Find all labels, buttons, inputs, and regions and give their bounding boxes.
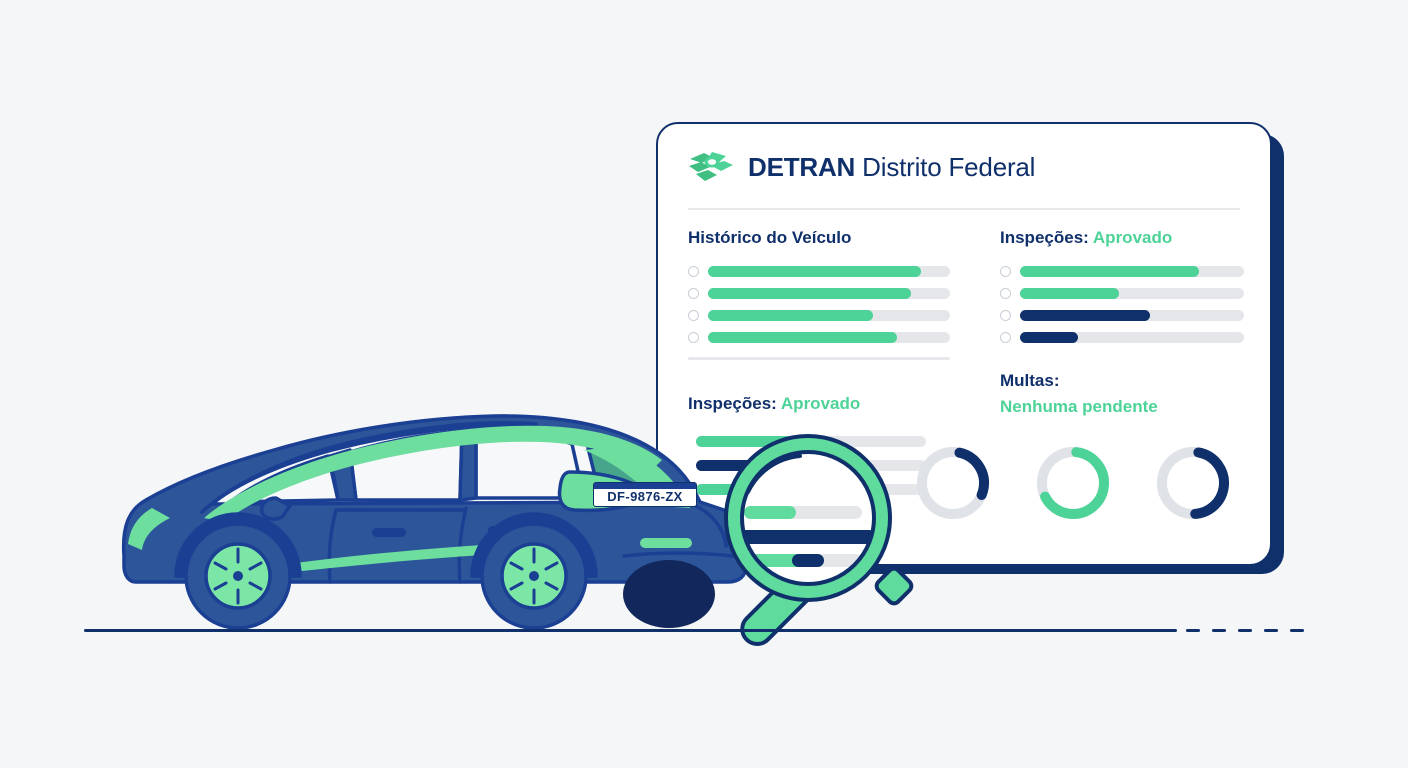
column-inspections: Inspeções: Aprovado [1000, 228, 1244, 354]
ground-dash [1238, 629, 1252, 632]
license-plate: DF-9876-ZX [593, 482, 697, 507]
plate-number: DF-9876-ZX [607, 489, 683, 504]
progress-track [708, 288, 950, 299]
progress-track [1020, 266, 1244, 277]
ground-line [84, 629, 1177, 632]
progress-track [1020, 288, 1244, 299]
section-title-inspecoes: Inspeções: Aprovado [1000, 228, 1244, 248]
card-header: DETRAN Distrito Federal [688, 150, 1035, 184]
fines-status: Nenhuma pendente [1000, 396, 1158, 416]
fines-group: Multas: Nenhuma pendente [1000, 368, 1158, 419]
ring-gauge-3 [1157, 447, 1229, 519]
column-divider [688, 357, 950, 360]
bullet-icon [1000, 332, 1011, 343]
progress-fill [1020, 266, 1200, 277]
plate-header-strip [594, 483, 696, 489]
bullet-icon [1000, 266, 1011, 277]
sedan-car-illustration [121, 414, 748, 630]
ring-gauge-group [912, 442, 1234, 524]
bullet-icon [688, 288, 699, 299]
bar-row [688, 266, 950, 277]
progress-fill [1020, 288, 1119, 299]
section-title-historico: Histórico do Veículo [688, 228, 852, 247]
lower-inspections-label-group: Inspeções: Aprovado [688, 394, 860, 414]
ground-line-dashes [1186, 629, 1304, 632]
detran-logo [689, 152, 733, 181]
progress-track [708, 266, 950, 277]
magnifier-overlay [704, 420, 1004, 650]
bullet-icon [688, 266, 699, 277]
lower-inspections-status: Aprovado [780, 394, 861, 413]
brand-name-bold: DETRAN [748, 151, 856, 182]
ground-dash [1186, 629, 1200, 632]
column-vehicle-history: Histórico do Veículo [688, 228, 950, 360]
bullet-icon [688, 332, 699, 343]
progress-fill [708, 310, 873, 321]
bar-row [1000, 332, 1244, 343]
bar-row [688, 288, 950, 299]
ring-gauge-2 [1037, 447, 1109, 519]
fines-label: Multas: [1000, 371, 1060, 390]
progress-fill [696, 436, 793, 447]
progress-fill [708, 266, 921, 277]
progress-fill [708, 332, 897, 343]
bar-row [688, 310, 950, 321]
bullet-icon [1000, 288, 1011, 299]
bar-row [1000, 266, 1244, 277]
ground-dash [1290, 629, 1304, 632]
progress-fill [1020, 332, 1079, 343]
bar-row [1000, 288, 1244, 299]
progress-track [708, 310, 950, 321]
brand-title: DETRAN Distrito Federal [748, 152, 1035, 183]
magnifying-glass [724, 434, 914, 646]
bullet-icon [688, 310, 699, 321]
inspections-label: Inspeções: [1000, 228, 1089, 247]
header-divider [688, 208, 1240, 210]
ground-dash [1212, 629, 1226, 632]
lower-inspections-label: Inspeções: [688, 394, 777, 413]
progress-track [1020, 310, 1244, 321]
vehicle-illustration: DF-9876-ZX [84, 360, 944, 650]
brand-name-light: Distrito Federal [862, 151, 1036, 182]
bar-row [688, 332, 950, 343]
progress-fill [708, 288, 912, 299]
ground-dash [1264, 629, 1278, 632]
progress-track [1020, 332, 1244, 343]
progress-fill [1020, 310, 1150, 321]
progress-track [708, 332, 950, 343]
ring-gauge-1 [917, 447, 989, 519]
bullet-icon [1000, 310, 1011, 321]
bar-row [1000, 310, 1244, 321]
inspections-status: Aprovado [1092, 228, 1173, 247]
